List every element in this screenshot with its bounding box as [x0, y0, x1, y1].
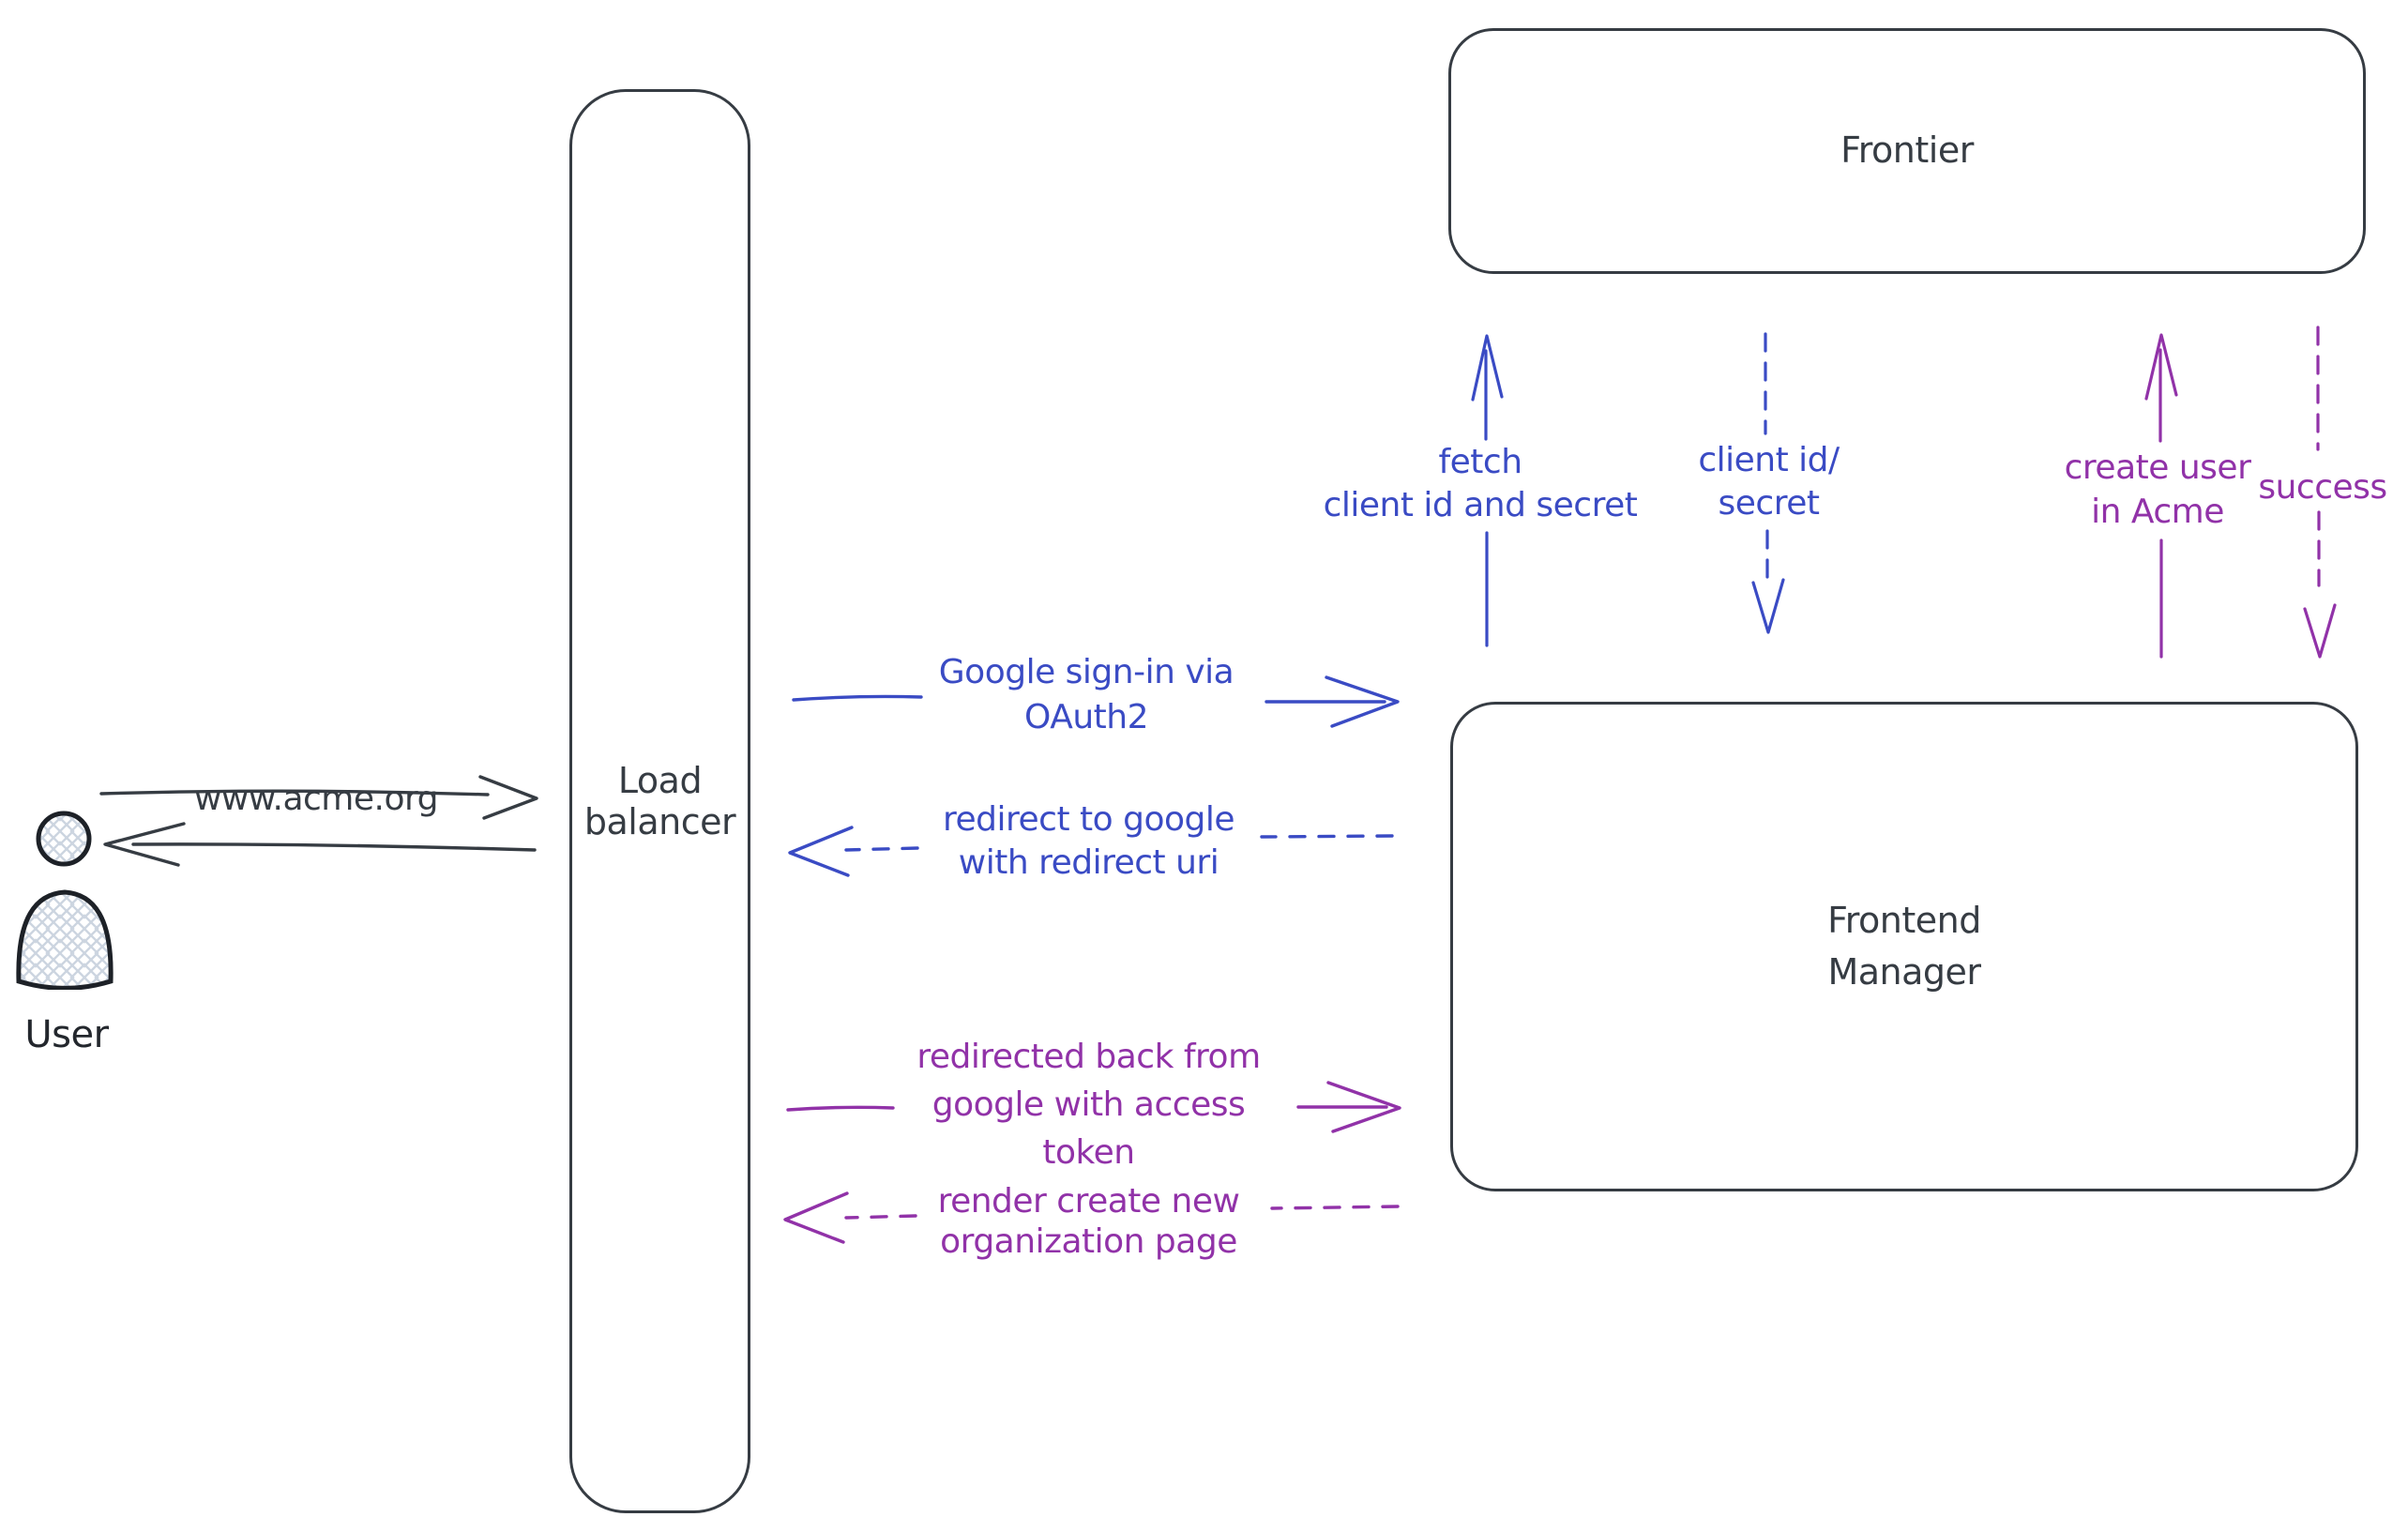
arrow-redirected-back: [786, 1081, 1401, 1133]
label-fetch-client-id-secret: fetch client id and secret: [1323, 443, 1638, 524]
label-create-user: create user in Acme: [2064, 448, 2251, 531]
label-success: success: [2258, 468, 2387, 507]
arrow-google-signin: [792, 675, 1400, 728]
label-redirect-to-google: redirect to google with redirect uri: [942, 800, 1235, 882]
label-google-signin: Google sign-in via OAuth2: [938, 653, 1234, 736]
arrow-create-user: [2144, 333, 2178, 659]
label-redirected-back: redirected back from google with access …: [916, 1038, 1261, 1172]
arrow-render-org-page: [783, 1191, 1400, 1244]
arrow-redirect-to-google: [788, 826, 1394, 877]
label-www-acme-org: www.acme.org: [193, 780, 439, 818]
arrow-response-to-user: [103, 822, 537, 867]
node-load-balancer: Load balancer: [569, 89, 750, 1513]
node-frontier: Frontier: [1448, 28, 2366, 274]
label-client-id-secret: client id/ secret: [1698, 441, 1840, 523]
load-balancer-label: Load balancer: [583, 760, 736, 843]
user-label: User: [24, 1013, 109, 1056]
frontier-label: Frontier: [1840, 129, 1974, 172]
frontend-manager-label: Frontend Manager: [1827, 899, 1981, 993]
label-render-org-page: render create new organization page: [937, 1182, 1240, 1261]
user-icon: [16, 811, 114, 990]
arrow-success: [2303, 326, 2337, 659]
node-frontend-manager: Frontend Manager: [1450, 702, 2358, 1191]
arrow-www-acme-org: [99, 775, 538, 820]
arrow-client-id-secret: [1751, 332, 1785, 634]
arrow-fetch-client-id-secret: [1471, 334, 1504, 647]
